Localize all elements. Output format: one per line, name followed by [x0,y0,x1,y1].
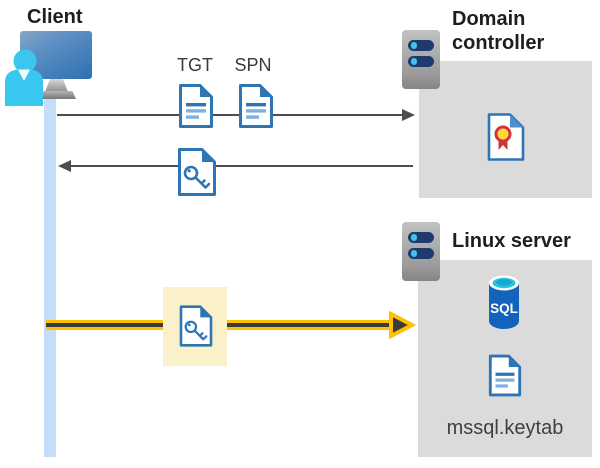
monitor-stand-base [40,91,76,99]
client-lifeline [44,99,56,457]
server-led-icon [410,234,417,241]
sql-badge-label: SQL [490,301,518,316]
service-ticket-key-document-icon [178,148,216,196]
sql-database-icon: SQL [489,275,519,329]
linux-server-server-icon [402,222,440,281]
linux-server-label: Linux server [452,230,571,252]
server-bar [408,232,434,243]
tgt-document-icon [179,84,213,128]
response-arrowhead-icon [58,160,71,172]
server-bar [408,56,434,67]
keytab-document-icon [488,354,522,397]
spn-label: SPN [234,55,272,75]
response-arrow-line [70,165,413,167]
keytab-transfer-arrowhead-icon [389,311,416,339]
server-bar [408,40,434,51]
request-arrow-line [57,114,404,116]
domain-controller-label: Domain controller [452,8,545,54]
monitor-stand-neck [45,79,68,92]
tgt-label: TGT [177,55,213,75]
server-bar [408,248,434,259]
client-label: Client [27,6,83,28]
certificate-icon [487,113,525,161]
spn-document-icon [239,84,273,128]
keytab-key-document-icon [179,305,213,347]
user-icon [5,49,43,106]
domain-controller-server-icon [402,30,440,89]
server-led-icon [410,58,417,65]
server-led-icon [410,42,417,49]
server-led-icon [410,250,417,257]
request-arrowhead-icon [402,109,415,121]
keytab-filename-label: mssql.keytab [446,417,564,439]
